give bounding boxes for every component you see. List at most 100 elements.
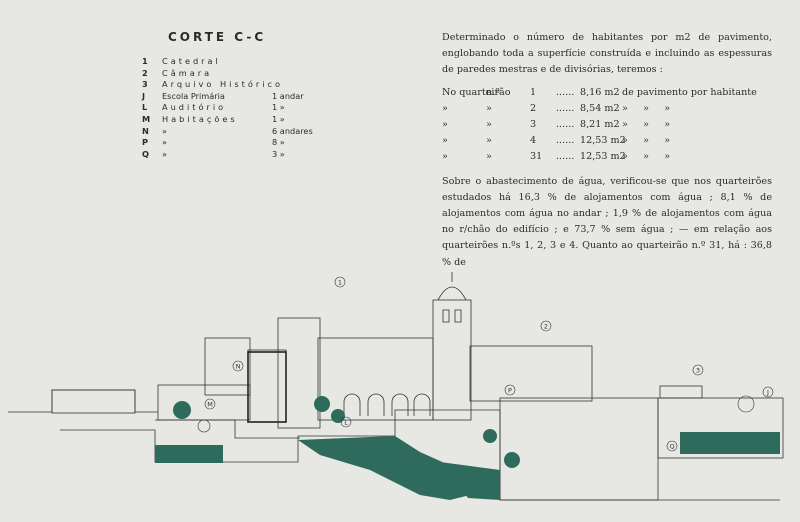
legend-key: 1 bbox=[142, 56, 148, 66]
building-q bbox=[657, 397, 784, 459]
density-cell-t: » » » bbox=[622, 119, 671, 131]
density-cell-v: 12,53 m2 bbox=[580, 151, 626, 163]
legend-floors: 6 andares bbox=[272, 125, 313, 136]
marker-circle bbox=[540, 320, 552, 332]
marker-label: P bbox=[508, 386, 512, 394]
legend-label: Auditório bbox=[162, 102, 227, 113]
legend-key: Q bbox=[142, 148, 149, 159]
density-cell-dots: ...... bbox=[556, 102, 575, 114]
marker-circle bbox=[666, 440, 678, 452]
density-cell-a: » bbox=[442, 102, 448, 114]
density-cell-b: » bbox=[486, 135, 492, 147]
density-cell-n: 4 bbox=[530, 135, 537, 147]
density-row: » » 4...... 12,53 m2» » » bbox=[442, 133, 772, 149]
legend-label: Habitações bbox=[162, 113, 238, 124]
intro-paragraph: Determinado o número de habitantes por m… bbox=[442, 32, 772, 76]
legend-key: N bbox=[142, 125, 149, 136]
density-cell-t: » » » bbox=[622, 135, 671, 147]
water-paragraph: Sobre o abastecimento de água, verificou… bbox=[442, 175, 772, 268]
green-slope-2 bbox=[440, 462, 500, 500]
legend-row: Q»3 » bbox=[142, 149, 332, 161]
density-cell-b: » bbox=[486, 119, 492, 131]
density-cell-t: » » » bbox=[622, 151, 671, 163]
density-cell-b: » bbox=[486, 102, 492, 114]
density-cell-a: » bbox=[442, 151, 448, 163]
density-cell-dots: ...... bbox=[556, 86, 575, 98]
density-cell-a: » bbox=[442, 135, 448, 147]
legend-row: 3 Arquivo Histórico bbox=[142, 79, 332, 91]
density-cell-b: » bbox=[486, 151, 492, 163]
density-cell-v: 12,53 m2 bbox=[580, 135, 626, 147]
legend-key: M bbox=[142, 113, 151, 124]
marker-label: M bbox=[207, 400, 213, 408]
legend-label: » bbox=[162, 137, 168, 148]
density-cell-v: 8,21 m2 bbox=[580, 119, 620, 131]
legend-key: J bbox=[142, 90, 146, 101]
density-cell-t: » » » bbox=[622, 102, 671, 114]
marker-circle bbox=[340, 416, 352, 428]
marker-circle bbox=[762, 386, 774, 398]
legend-floors: 3 » bbox=[272, 148, 285, 159]
camara-building bbox=[469, 345, 593, 402]
density-row: »»3......8,21 m2» » » bbox=[442, 117, 772, 133]
building-left-low bbox=[51, 389, 136, 414]
marker-circle bbox=[692, 364, 704, 376]
arquivo-building bbox=[659, 385, 703, 399]
green-step-left bbox=[155, 445, 223, 463]
marker-circle bbox=[504, 384, 516, 396]
density-cell-n: 31 bbox=[530, 151, 543, 163]
legend-floors: 8 » bbox=[272, 137, 285, 148]
green-slope-1 bbox=[298, 436, 490, 500]
density-cell-v: 8,54 m2 bbox=[580, 102, 620, 114]
marker-label: Q bbox=[669, 442, 674, 450]
building-p bbox=[499, 397, 659, 501]
marker-label: L bbox=[344, 418, 348, 426]
density-cell-n: 1 bbox=[530, 86, 537, 98]
density-cell-dots: ...... bbox=[556, 135, 575, 147]
density-cell-n: 2 bbox=[530, 102, 537, 114]
marker-label: J bbox=[766, 388, 769, 396]
legend-key: 2 bbox=[142, 67, 148, 78]
body-text: Determinado o número de habitantes por m… bbox=[442, 30, 772, 271]
legend-row: P » 8 » bbox=[142, 137, 332, 149]
density-cell-n: 3 bbox=[530, 119, 537, 131]
marker-label: N bbox=[236, 362, 241, 370]
legend-floors bbox=[272, 68, 332, 80]
legend-row: 2 Câmara bbox=[142, 68, 332, 80]
density-row: » » 2...... 8,54 m2» » » bbox=[442, 101, 772, 117]
green-area-right bbox=[680, 432, 780, 454]
marker-label: 3 bbox=[696, 366, 700, 374]
density-cell-dots: ...... bbox=[556, 151, 575, 163]
building-n-rear bbox=[204, 337, 251, 396]
marker-circle bbox=[334, 276, 346, 288]
legend-key: P bbox=[142, 137, 149, 148]
ground-line-left bbox=[8, 389, 158, 413]
marker-label: 1 bbox=[338, 278, 342, 286]
legend-floors: 1 » bbox=[272, 102, 285, 113]
density-cell-b: n.º bbox=[486, 86, 500, 98]
cathedral-tower bbox=[432, 299, 472, 421]
density-row: » » 31...... 12,53 m2» » » bbox=[442, 149, 772, 165]
legend-floors bbox=[272, 79, 332, 91]
density-cell-t: de pavimento por habitante bbox=[622, 86, 757, 98]
legend-floors: 1 » bbox=[272, 113, 285, 124]
legend-label: Catedral bbox=[162, 56, 221, 66]
legend-label: Arquivo Histórico bbox=[162, 79, 284, 90]
legend-key: 3 bbox=[142, 79, 148, 90]
legend-label: Câmara bbox=[162, 67, 213, 78]
marker-circle bbox=[232, 360, 244, 372]
density-cell-dots: ...... bbox=[556, 119, 575, 131]
legend-row: N»6 andares bbox=[142, 126, 332, 138]
legend-key: L bbox=[142, 102, 148, 113]
building-tower-left bbox=[277, 317, 321, 429]
building-n bbox=[247, 349, 287, 423]
section-title: CORTE C-C bbox=[168, 30, 267, 44]
density-cell-a: No quarteirão bbox=[442, 86, 511, 98]
legend-floors: 1 andar bbox=[272, 90, 304, 101]
